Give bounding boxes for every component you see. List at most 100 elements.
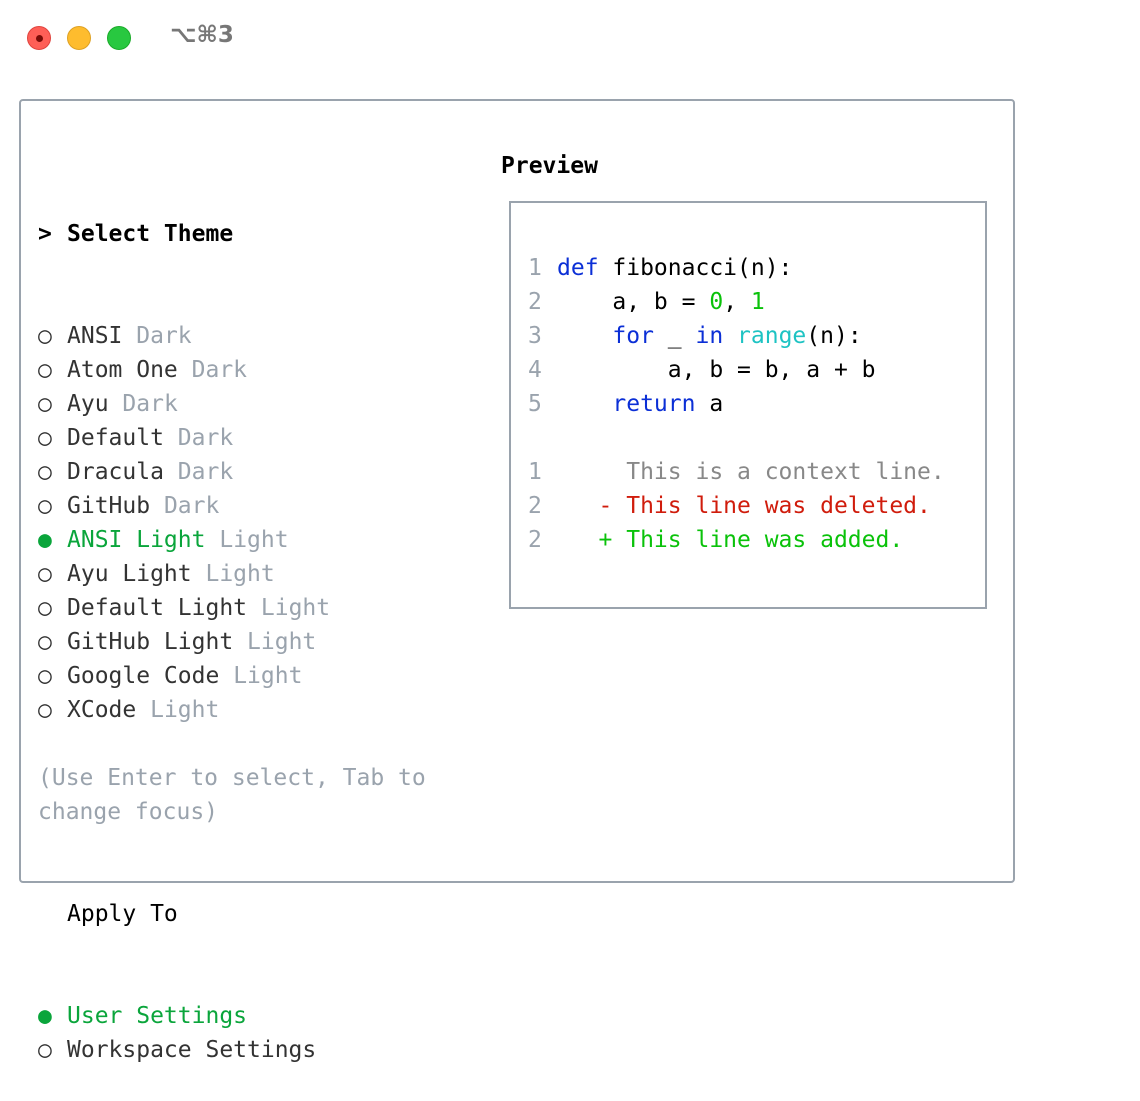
radio-selected-icon: ● [38, 1003, 52, 1029]
code-token [557, 323, 612, 349]
theme-option[interactable]: ○ Google Code Light [38, 659, 330, 693]
diff-line: 1 This is a context line. [528, 455, 945, 489]
theme-name: ANSI [67, 323, 123, 349]
theme-kind: Light [233, 663, 303, 689]
theme-name: XCode [67, 697, 137, 723]
line-number: 2 [528, 289, 542, 315]
preview-title: Preview [501, 153, 598, 179]
theme-option[interactable]: ○ Default Light Light [38, 591, 330, 625]
maximize-button[interactable] [107, 26, 131, 50]
theme-option[interactable]: ○ ANSI Dark [38, 319, 330, 353]
apply-to-option[interactable]: ○ Workspace Settings [38, 1033, 330, 1067]
code-token: _ [653, 323, 696, 349]
theme-name: Ayu [67, 391, 109, 417]
code-token: a [695, 391, 724, 417]
radio-unselected-icon: ○ [38, 357, 52, 383]
select-theme-heading: > Select Theme [38, 217, 330, 251]
radio-unselected-icon: ○ [38, 425, 52, 451]
theme-name: GitHub Light [67, 629, 234, 655]
theme-option[interactable]: ○Default Dark [38, 421, 330, 455]
diff-text: This is a context line. [557, 459, 945, 485]
theme-kind: Light [247, 629, 317, 655]
theme-name: Atom One [67, 357, 178, 383]
radio-unselected-icon: ○ [38, 391, 52, 417]
theme-name: Default Light [67, 595, 248, 621]
theme-kind: Light [205, 561, 275, 587]
theme-kind: Light [150, 697, 220, 723]
theme-kind: Dark [122, 391, 178, 417]
theme-option[interactable]: ○ Atom One Dark [38, 353, 330, 387]
code-token: a, b = b, a + b [557, 357, 876, 383]
code-token [723, 323, 737, 349]
code-token: 1 [750, 289, 765, 315]
apply-to-heading: Apply To [38, 897, 330, 931]
code-token: in [695, 323, 724, 349]
code-token: 0 [709, 289, 724, 315]
code-token: def [557, 255, 599, 281]
apply-to-name: User Settings [67, 1003, 248, 1029]
radio-unselected-icon: ○ [38, 323, 52, 349]
apply-to-list: ● User Settings ○ Workspace Settings [38, 999, 330, 1067]
theme-option[interactable]: ○ Ayu Dark [38, 387, 330, 421]
line-number: 2 [528, 527, 542, 553]
theme-name: Google Code [67, 663, 220, 689]
theme-option[interactable]: ○ XCode Light [38, 693, 330, 727]
theme-option[interactable]: ○Dracula Dark [38, 455, 330, 489]
theme-kind: Light [260, 595, 331, 621]
close-button[interactable] [27, 26, 51, 50]
code-token: for [612, 323, 654, 349]
diff-text: - This line was deleted. [557, 493, 931, 519]
theme-selector: > Select Theme ○ ANSI Dark ○ Atom One Dark ○ A… [38, 149, 330, 1101]
code-token: , [723, 289, 751, 315]
theme-option[interactable]: ○ GitHub Light Light [38, 625, 330, 659]
code-token: range [737, 323, 807, 349]
radio-unselected-icon: ○ [38, 459, 52, 485]
theme-option[interactable]: ○ Ayu Light Light [38, 557, 330, 591]
apply-to-name: Workspace Settings [67, 1037, 317, 1063]
code-token: return [612, 391, 696, 417]
radio-unselected-icon: ○ [38, 561, 52, 587]
code-token: (n): [806, 323, 862, 349]
code-line: 3 for _ in range(n): [528, 319, 945, 353]
preview-panel [509, 201, 987, 609]
theme-kind: Dark [136, 323, 192, 349]
code-line: 5 return a [528, 387, 945, 421]
apply-to-option[interactable]: ● User Settings [38, 999, 330, 1033]
theme-kind: Light [219, 527, 289, 553]
hint-line: change focus) [38, 799, 219, 825]
radio-unselected-icon: ○ [38, 697, 52, 723]
line-number: 4 [528, 357, 542, 383]
theme-option[interactable]: ○GitHub Dark [38, 489, 330, 523]
radio-unselected-icon: ○ [38, 663, 52, 689]
apply-to-label: Apply To [67, 901, 178, 927]
code-line: 4 a, b = b, a + b [528, 353, 945, 387]
radio-unselected-icon: ○ [38, 595, 52, 621]
code-token: a, b = [557, 289, 710, 315]
theme-name: Ayu Light [67, 561, 192, 587]
theme-option[interactable]: ● ANSI Light Light [38, 523, 330, 557]
radio-unselected-icon: ○ [38, 1037, 52, 1063]
select-theme-label: Select Theme [67, 221, 234, 247]
radio-unselected-icon: ○ [38, 493, 52, 519]
line-number: 1 [528, 459, 542, 485]
code-line: 2 a, b = 0, 1 [528, 285, 945, 319]
theme-name: ANSI Light [67, 527, 206, 553]
theme-name: GitHub [67, 493, 151, 519]
radio-unselected-icon: ○ [38, 629, 52, 655]
radio-selected-icon: ● [38, 527, 52, 553]
theme-kind: Dark [177, 459, 234, 485]
line-number: 3 [528, 323, 542, 349]
line-number: 2 [528, 493, 542, 519]
diff-line: 2 - This line was deleted. [528, 489, 945, 523]
theme-kind: Dark [191, 357, 248, 383]
code-token: fibonacci(n): [598, 255, 793, 281]
heading-prefix: > [38, 221, 52, 247]
minimize-button[interactable] [67, 26, 91, 50]
code-token [557, 391, 612, 417]
line-number: 5 [528, 391, 542, 417]
theme-dialog [19, 99, 1015, 883]
window-title: ⌥⌘3 [170, 22, 234, 48]
